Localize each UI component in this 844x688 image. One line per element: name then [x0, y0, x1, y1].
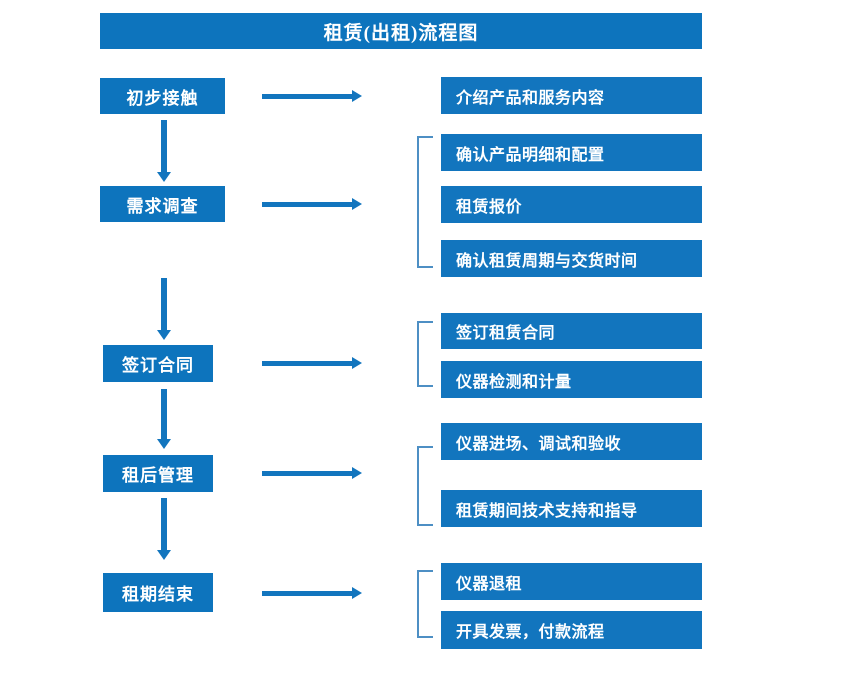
detail-box-instrument-return[interactable]: 仪器退租: [441, 563, 702, 600]
group-bracket-rental-end: [417, 570, 433, 638]
detail-box-instrument-entry-commission[interactable]: 仪器进场、调试和验收: [441, 423, 702, 460]
arrow-shaft: [161, 389, 167, 439]
arrow-right-demand-survey: [262, 196, 362, 212]
stage-box-initial-contact[interactable]: 初步接触: [100, 78, 225, 114]
detail-box-confirm-product-spec[interactable]: 确认产品明细和配置: [441, 134, 702, 171]
arrow-right-initial-contact: [262, 88, 362, 104]
group-bracket-post-rental-management: [417, 446, 433, 526]
arrow-head-icon: [352, 587, 362, 599]
arrow-right-rental-end: [262, 585, 362, 601]
arrow-shaft: [161, 120, 167, 172]
stage-box-rental-end[interactable]: 租期结束: [103, 573, 213, 612]
diagram-title: 租赁(出租)流程图: [100, 13, 702, 49]
arrow-down-survey-to-contract: [155, 278, 173, 342]
detail-box-technical-support[interactable]: 租赁期间技术支持和指导: [441, 490, 702, 527]
arrow-shaft: [262, 94, 352, 99]
arrow-right-sign-contract: [262, 355, 362, 371]
arrow-head-icon: [157, 172, 171, 182]
arrow-shaft: [262, 202, 352, 207]
arrow-head-icon: [157, 330, 171, 340]
stage-box-demand-survey[interactable]: 需求调查: [100, 186, 225, 222]
arrow-down-management-to-end: [155, 498, 173, 562]
detail-box-confirm-period-delivery[interactable]: 确认租赁周期与交货时间: [441, 240, 702, 277]
arrow-down-contact-to-survey: [155, 120, 173, 184]
detail-box-invoice-payment[interactable]: 开具发票，付款流程: [441, 611, 702, 649]
arrow-shaft: [262, 471, 352, 476]
arrow-head-icon: [352, 90, 362, 102]
detail-box-instrument-inspection[interactable]: 仪器检测和计量: [441, 361, 702, 398]
arrow-head-icon: [157, 550, 171, 560]
arrow-head-icon: [352, 467, 362, 479]
stage-box-sign-contract[interactable]: 签订合同: [103, 345, 213, 382]
arrow-shaft: [262, 361, 352, 366]
arrow-shaft: [161, 498, 167, 550]
group-bracket-demand-survey: [417, 136, 433, 268]
arrow-shaft: [262, 591, 352, 596]
arrow-head-icon: [157, 439, 171, 449]
arrow-head-icon: [352, 357, 362, 369]
arrow-shaft: [161, 278, 167, 330]
arrow-head-icon: [352, 198, 362, 210]
group-bracket-sign-contract: [417, 321, 433, 387]
detail-box-sign-rental-contract[interactable]: 签订租赁合同: [441, 313, 702, 349]
detail-box-rental-quote[interactable]: 租赁报价: [441, 186, 702, 223]
arrow-down-contract-to-management: [155, 389, 173, 451]
arrow-right-post-rental-management: [262, 465, 362, 481]
stage-box-post-rental-management[interactable]: 租后管理: [103, 455, 213, 492]
detail-box-intro-products[interactable]: 介绍产品和服务内容: [441, 77, 702, 114]
